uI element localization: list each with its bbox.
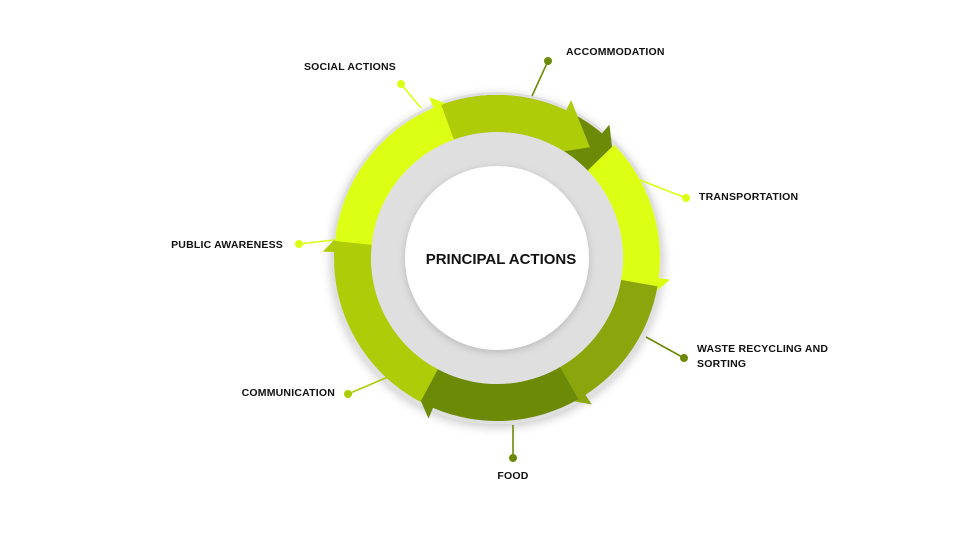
label-communication: COMMUNICATION xyxy=(242,387,335,399)
label-social-actions: SOCIAL ACTIONS xyxy=(304,61,396,73)
callout-dot-waste-recycling xyxy=(680,354,688,362)
callout-communication: COMMUNICATION xyxy=(242,376,389,399)
transportation-segment xyxy=(587,144,671,313)
callout-line-accommodation xyxy=(531,60,549,97)
callout-dot-public-awareness xyxy=(295,240,303,248)
label-transportation: TRANSPORTATION xyxy=(699,191,798,203)
food-segment xyxy=(408,363,579,422)
label-public-awareness-line-1: PUBLIC AWARENESS xyxy=(171,239,283,251)
label-accommodation-line-1: ACCOMMODATION xyxy=(566,46,665,58)
label-food: FOOD xyxy=(497,470,528,482)
callout-dot-social-actions xyxy=(397,80,405,88)
callout-dot-transportation xyxy=(682,194,690,202)
callout-dot-communication xyxy=(344,390,352,398)
label-communication-line-1: COMMUNICATION xyxy=(242,387,335,399)
label-waste-recycling: WASTE RECYCLING AND SORTING xyxy=(697,343,828,370)
label-social-actions-line-1: SOCIAL ACTIONS xyxy=(304,61,396,73)
callout-public-awareness: PUBLIC AWARENESS xyxy=(171,239,335,251)
callout-line-public-awareness xyxy=(298,239,335,245)
callout-line-social-actions xyxy=(400,83,422,109)
callout-line-transportation xyxy=(639,179,687,199)
label-food-line-1: FOOD xyxy=(497,470,528,482)
callout-food: FOOD xyxy=(497,425,529,482)
label-accommodation: ACCOMMODATION xyxy=(566,46,665,58)
label-transportation-line-1: TRANSPORTATION xyxy=(699,191,798,203)
label-waste-recycling-line-1: WASTE RECYCLING AND xyxy=(697,343,828,355)
callouts-layer: ACCOMMODATION TRANSPORTATION WASTE RECYCLI… xyxy=(171,46,828,482)
callout-dot-food xyxy=(509,454,517,462)
callout-line-communication xyxy=(347,376,389,395)
social-actions-segment xyxy=(441,95,590,155)
callout-line-waste-recycling xyxy=(645,336,685,359)
label-waste-recycling-line-2: SORTING xyxy=(697,358,746,370)
center-label: PRINCIPAL ACTIONS xyxy=(426,251,577,268)
callout-transportation: TRANSPORTATION xyxy=(639,179,798,203)
waste-recycling-segment xyxy=(541,279,658,405)
public-awareness-segment xyxy=(334,97,477,245)
segments-layer xyxy=(322,94,671,422)
communication-segment xyxy=(322,215,438,402)
callout-waste-recycling: WASTE RECYCLING AND SORTING xyxy=(645,336,828,370)
callout-dot-accommodation xyxy=(544,57,552,65)
callout-social-actions: SOCIAL ACTIONS xyxy=(304,61,422,109)
inner-white-circle xyxy=(405,166,589,350)
callout-accommodation: ACCOMMODATION xyxy=(531,46,665,97)
label-public-awareness: PUBLIC AWARENESS xyxy=(171,239,283,251)
